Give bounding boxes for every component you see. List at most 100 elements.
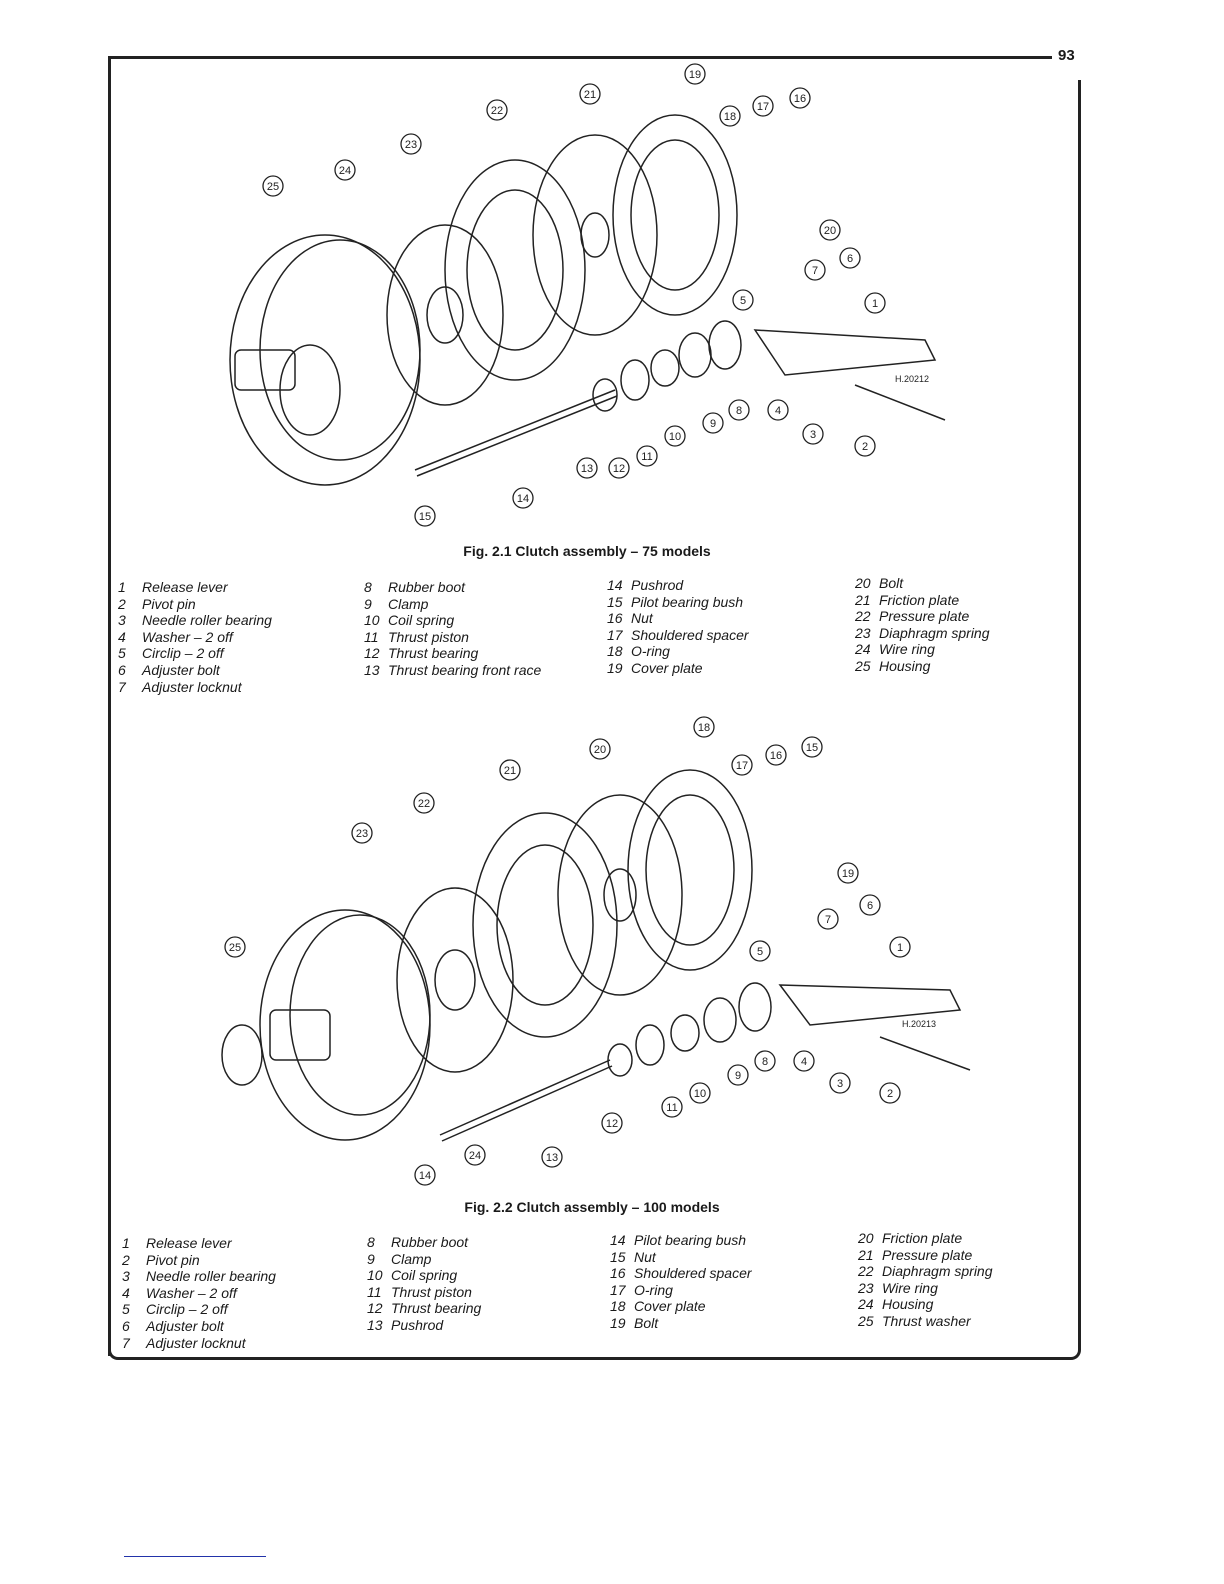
frame-bottom-rule <box>108 1350 1081 1360</box>
svg-text:3: 3 <box>837 1078 843 1090</box>
drawing-ref-label: H.20212 <box>895 374 929 384</box>
pushrod-drawing <box>439 1059 613 1142</box>
svg-text:2: 2 <box>887 1088 893 1100</box>
svg-text:3: 3 <box>810 429 816 441</box>
diaphragm-spring-drawing <box>396 887 514 1073</box>
svg-text:23: 23 <box>405 139 417 151</box>
thrust-parts-drawing <box>592 320 742 412</box>
svg-text:20: 20 <box>824 225 836 237</box>
svg-text:20: 20 <box>594 744 606 756</box>
callout-markers <box>262 63 886 527</box>
svg-text:16: 16 <box>794 93 806 105</box>
svg-text:4: 4 <box>801 1056 807 1068</box>
svg-text:22: 22 <box>491 105 503 117</box>
svg-text:1: 1 <box>872 298 878 310</box>
svg-text:21: 21 <box>504 765 516 777</box>
frame-top-rule <box>108 56 1052 59</box>
svg-text:17: 17 <box>757 101 769 113</box>
housing-drawing <box>229 234 421 486</box>
svg-text:24: 24 <box>469 1150 481 1162</box>
svg-text:25: 25 <box>267 181 279 193</box>
release-lever-drawing <box>753 329 946 421</box>
figure-2-2-caption: Fig. 2.2 Clutch assembly – 100 models <box>464 1199 720 1215</box>
figure-2-1-caption: Fig. 2.1 Clutch assembly – 75 models <box>463 543 711 559</box>
svg-text:14: 14 <box>517 493 529 505</box>
frame-left-rule <box>108 56 111 1356</box>
pushrod-drawing <box>414 389 618 477</box>
svg-text:15: 15 <box>419 511 431 523</box>
svg-text:21: 21 <box>584 89 596 101</box>
svg-text:17: 17 <box>736 760 748 772</box>
svg-text:5: 5 <box>757 946 763 958</box>
svg-text:9: 9 <box>710 418 716 430</box>
svg-text:9: 9 <box>735 1070 741 1082</box>
release-lever-drawing <box>778 984 971 1071</box>
svg-text:7: 7 <box>812 265 818 277</box>
svg-text:13: 13 <box>546 1152 558 1164</box>
svg-text:25: 25 <box>229 942 241 954</box>
callout-markers <box>224 716 911 1186</box>
svg-text:19: 19 <box>842 868 854 880</box>
svg-text:23: 23 <box>356 828 368 840</box>
svg-text:10: 10 <box>694 1088 706 1100</box>
svg-text:2: 2 <box>862 441 868 453</box>
svg-text:18: 18 <box>724 111 736 123</box>
friction-plate-drawing <box>557 794 683 996</box>
diaphragm-spring-drawing <box>386 224 504 406</box>
svg-text:10: 10 <box>669 431 681 443</box>
svg-text:6: 6 <box>867 900 873 912</box>
svg-text:12: 12 <box>606 1118 618 1130</box>
svg-text:24: 24 <box>339 165 351 177</box>
footer-rule <box>124 1556 266 1557</box>
thrust-parts-drawing <box>607 982 772 1077</box>
svg-text:15: 15 <box>806 742 818 754</box>
svg-text:19: 19 <box>689 69 701 81</box>
svg-text:6: 6 <box>847 253 853 265</box>
friction-plate-drawing <box>532 134 658 336</box>
svg-text:13: 13 <box>581 463 593 475</box>
